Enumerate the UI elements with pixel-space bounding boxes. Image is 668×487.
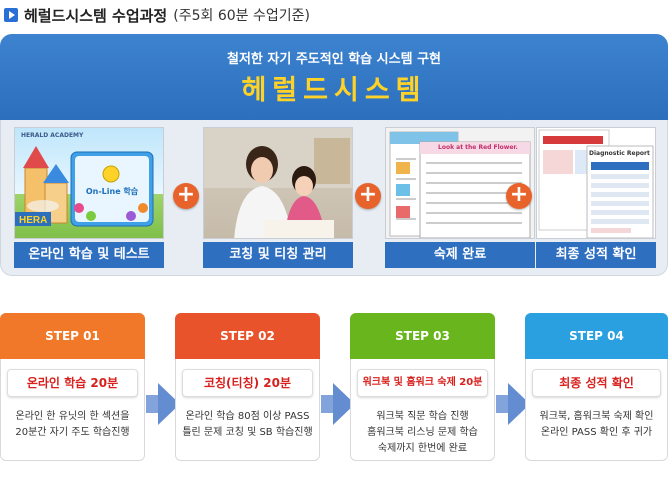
plus-icon: + — [173, 183, 199, 209]
flow-arrow-icon — [146, 383, 180, 425]
worksheet-title: Look at the Red Flower. — [438, 144, 518, 151]
step-01-line: 20분간 자기 주도 학습진행 — [15, 427, 130, 438]
step-03-line: 워크북 직문 학습 진행 — [376, 411, 469, 422]
report-title: Diagnostic Report — [589, 150, 650, 157]
step-02-header: STEP 02 — [175, 313, 320, 359]
card-final-report: Diagnostic Report 최종 성적 확인 — [536, 127, 656, 268]
card-online-learning: HERALD ACADEMY HERA On-Line 학습 온라인 학습 및 … — [14, 127, 164, 268]
teacher-student-photo — [204, 128, 352, 238]
card-coaching: 코칭 및 티칭 관리 — [203, 127, 353, 268]
banner-subtitle: 철저한 자기 주도적인 학습 시스템 구현 — [227, 52, 441, 67]
step-03-header: STEP 03 — [350, 313, 495, 359]
flow-arrow-icon — [496, 383, 530, 425]
step-01: STEP 01 온라인 학습 20분 온라인 한 유닛의 한 섹션을 20분간 … — [0, 313, 145, 461]
online-learning-image: HERALD ACADEMY HERA On-Line 학습 — [14, 127, 164, 239]
report-illustration — [538, 129, 654, 238]
section-subtitle: (주5회 60분 수업기준) — [173, 8, 310, 24]
step-02-line: 틀린 문제 코칭 및 SB 학습진행 — [182, 427, 313, 438]
step-03: STEP 03 워크북 및 홈워크 숙제 20분 워크북 직문 학습 진행 홈워… — [350, 313, 495, 461]
online-sign: On-Line 학습 — [85, 187, 139, 196]
card-label-coaching: 코칭 및 티칭 관리 — [203, 242, 353, 268]
step-01-header: STEP 01 — [0, 313, 145, 359]
svg-text:HERA: HERA — [19, 215, 47, 226]
homework-image: Look at the Red Flower. — [385, 127, 535, 239]
step-03-description: 워크북 직문 학습 진행 홈워크북 리스닝 문제 학습 숙제까지 한번에 완료 — [351, 409, 494, 457]
academy-badge: HERALD ACADEMY — [21, 132, 84, 139]
card-label-homework: 숙제 완료 — [385, 242, 535, 268]
system-banner — [0, 34, 668, 120]
plus-icon: + — [506, 183, 532, 209]
step-04-header: STEP 04 — [525, 313, 668, 359]
step-03-title: 워크북 및 홈워크 숙제 20분 — [357, 369, 488, 397]
coaching-image — [203, 127, 353, 239]
section-header: 헤럴드시스템 수업과정 (주5회 60분 수업기준) — [4, 4, 310, 26]
step-04-line: 워크북, 홈워크북 숙제 확인 — [539, 411, 654, 422]
step-02: STEP 02 코칭(티칭) 20분 온라인 학습 80점 이상 PASS 틀린… — [175, 313, 320, 461]
banner-title: 헤럴드시스템 — [241, 75, 427, 106]
castle-illustration: HERA — [15, 146, 154, 227]
step-03-line: 숙제까지 한번에 완료 — [377, 443, 468, 454]
step-04-description: 워크북, 홈워크북 숙제 확인 온라인 PASS 확인 후 귀가 — [526, 409, 667, 441]
step-01-description: 온라인 한 유닛의 한 섹션을 20분간 자기 주도 학습진행 — [1, 409, 144, 441]
plus-icon: + — [355, 183, 381, 209]
section-title: 헤럴드시스템 수업과정 — [24, 6, 168, 25]
report-image: Diagnostic Report — [536, 127, 656, 239]
step-01-line: 온라인 한 유닛의 한 섹션을 — [15, 411, 130, 422]
card-label-final: 최종 성적 확인 — [536, 242, 656, 268]
step-03-line: 홈워크북 리스닝 문제 학습 — [367, 427, 478, 438]
step-02-line: 온라인 학습 80점 이상 PASS — [185, 411, 310, 422]
step-04-line: 온라인 PASS 확인 후 귀가 — [540, 427, 653, 438]
step-01-title: 온라인 학습 20분 — [7, 369, 138, 397]
card-label-online: 온라인 학습 및 테스트 — [14, 242, 164, 268]
step-02-title: 코칭(티칭) 20분 — [182, 369, 313, 397]
flow-arrow-icon — [321, 383, 355, 425]
card-homework: Look at the Red Flower. 숙제 완료 — [385, 127, 535, 268]
arrow-bullet-icon — [4, 8, 18, 22]
step-04-title: 최종 성적 확인 — [532, 369, 661, 397]
step-02-description: 온라인 학습 80점 이상 PASS 틀린 문제 코칭 및 SB 학습진행 — [176, 409, 319, 441]
step-04: STEP 04 최종 성적 확인 워크북, 홈워크북 숙제 확인 온라인 PAS… — [525, 313, 668, 461]
